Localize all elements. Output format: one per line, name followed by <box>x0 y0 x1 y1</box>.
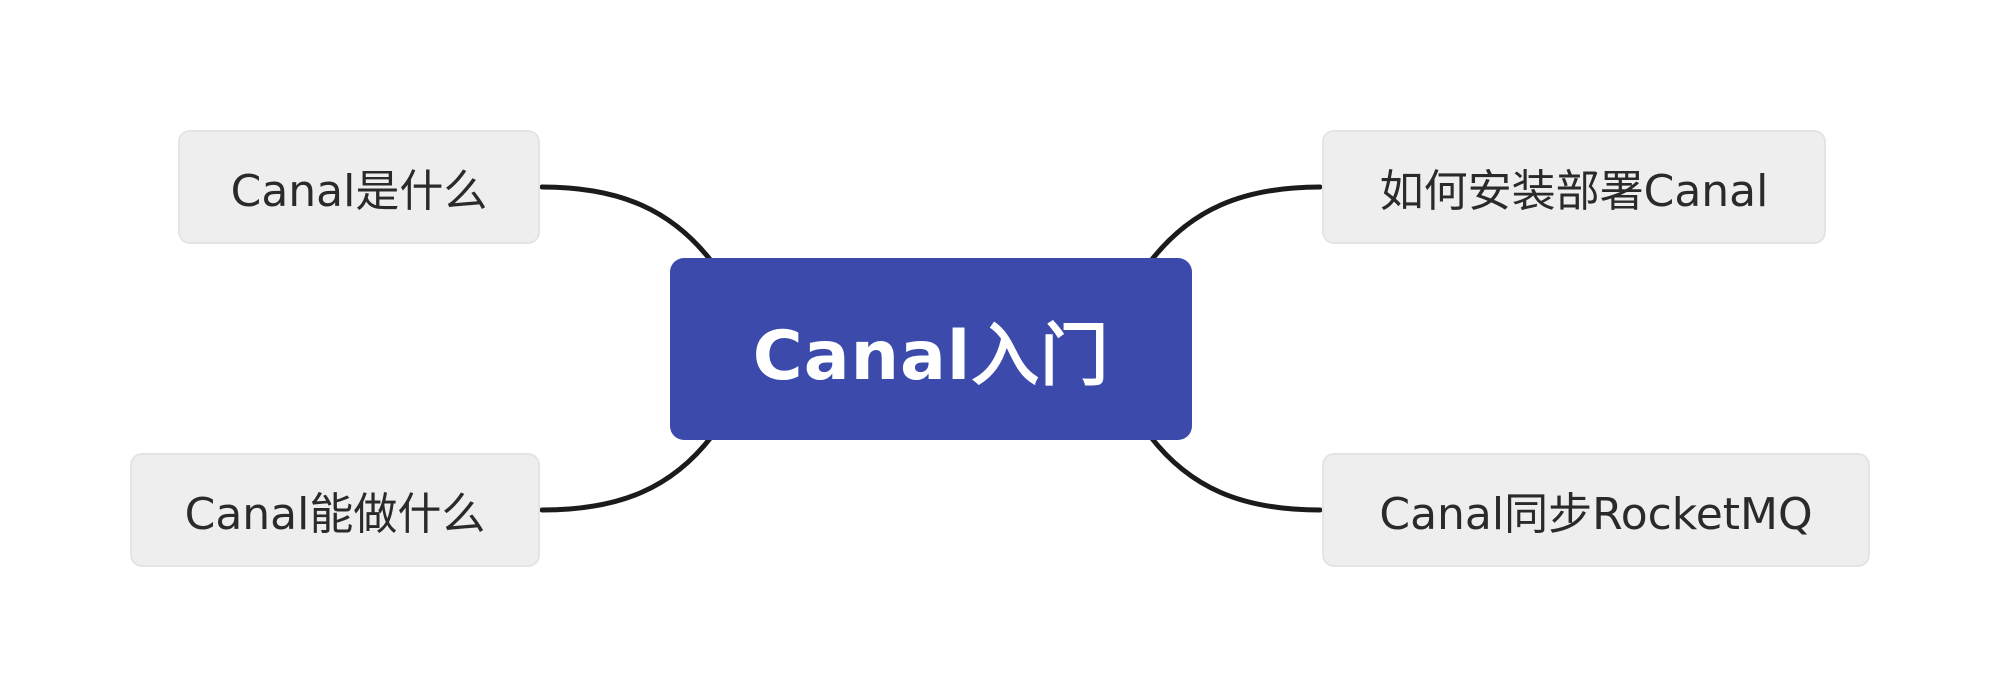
topic-node-what-canal-can-do[interactable]: Canal能做什么 <box>130 453 540 567</box>
connector-root-install <box>1147 184 1323 265</box>
topic-label-what-canal-can-do: Canal能做什么 <box>184 489 486 540</box>
connector-root-can-do <box>539 433 715 513</box>
root-topic-label: Canal入门 <box>752 316 1110 396</box>
topic-node-install-deploy[interactable]: 如何安装部署Canal <box>1322 130 1826 244</box>
topic-label-sync-rocketmq: Canal同步RocketMQ <box>1379 489 1813 540</box>
connector-root-what <box>539 184 715 265</box>
topic-label-install-deploy: 如何安装部署Canal <box>1379 166 1769 217</box>
topic-label-what-is-canal: Canal是什么 <box>230 166 488 217</box>
topic-node-what-is-canal[interactable]: Canal是什么 <box>178 130 540 244</box>
topic-node-sync-rocketmq[interactable]: Canal同步RocketMQ <box>1322 453 1870 567</box>
connector-root-rocketmq <box>1147 433 1323 513</box>
root-topic-node[interactable]: Canal入门 <box>670 258 1192 440</box>
